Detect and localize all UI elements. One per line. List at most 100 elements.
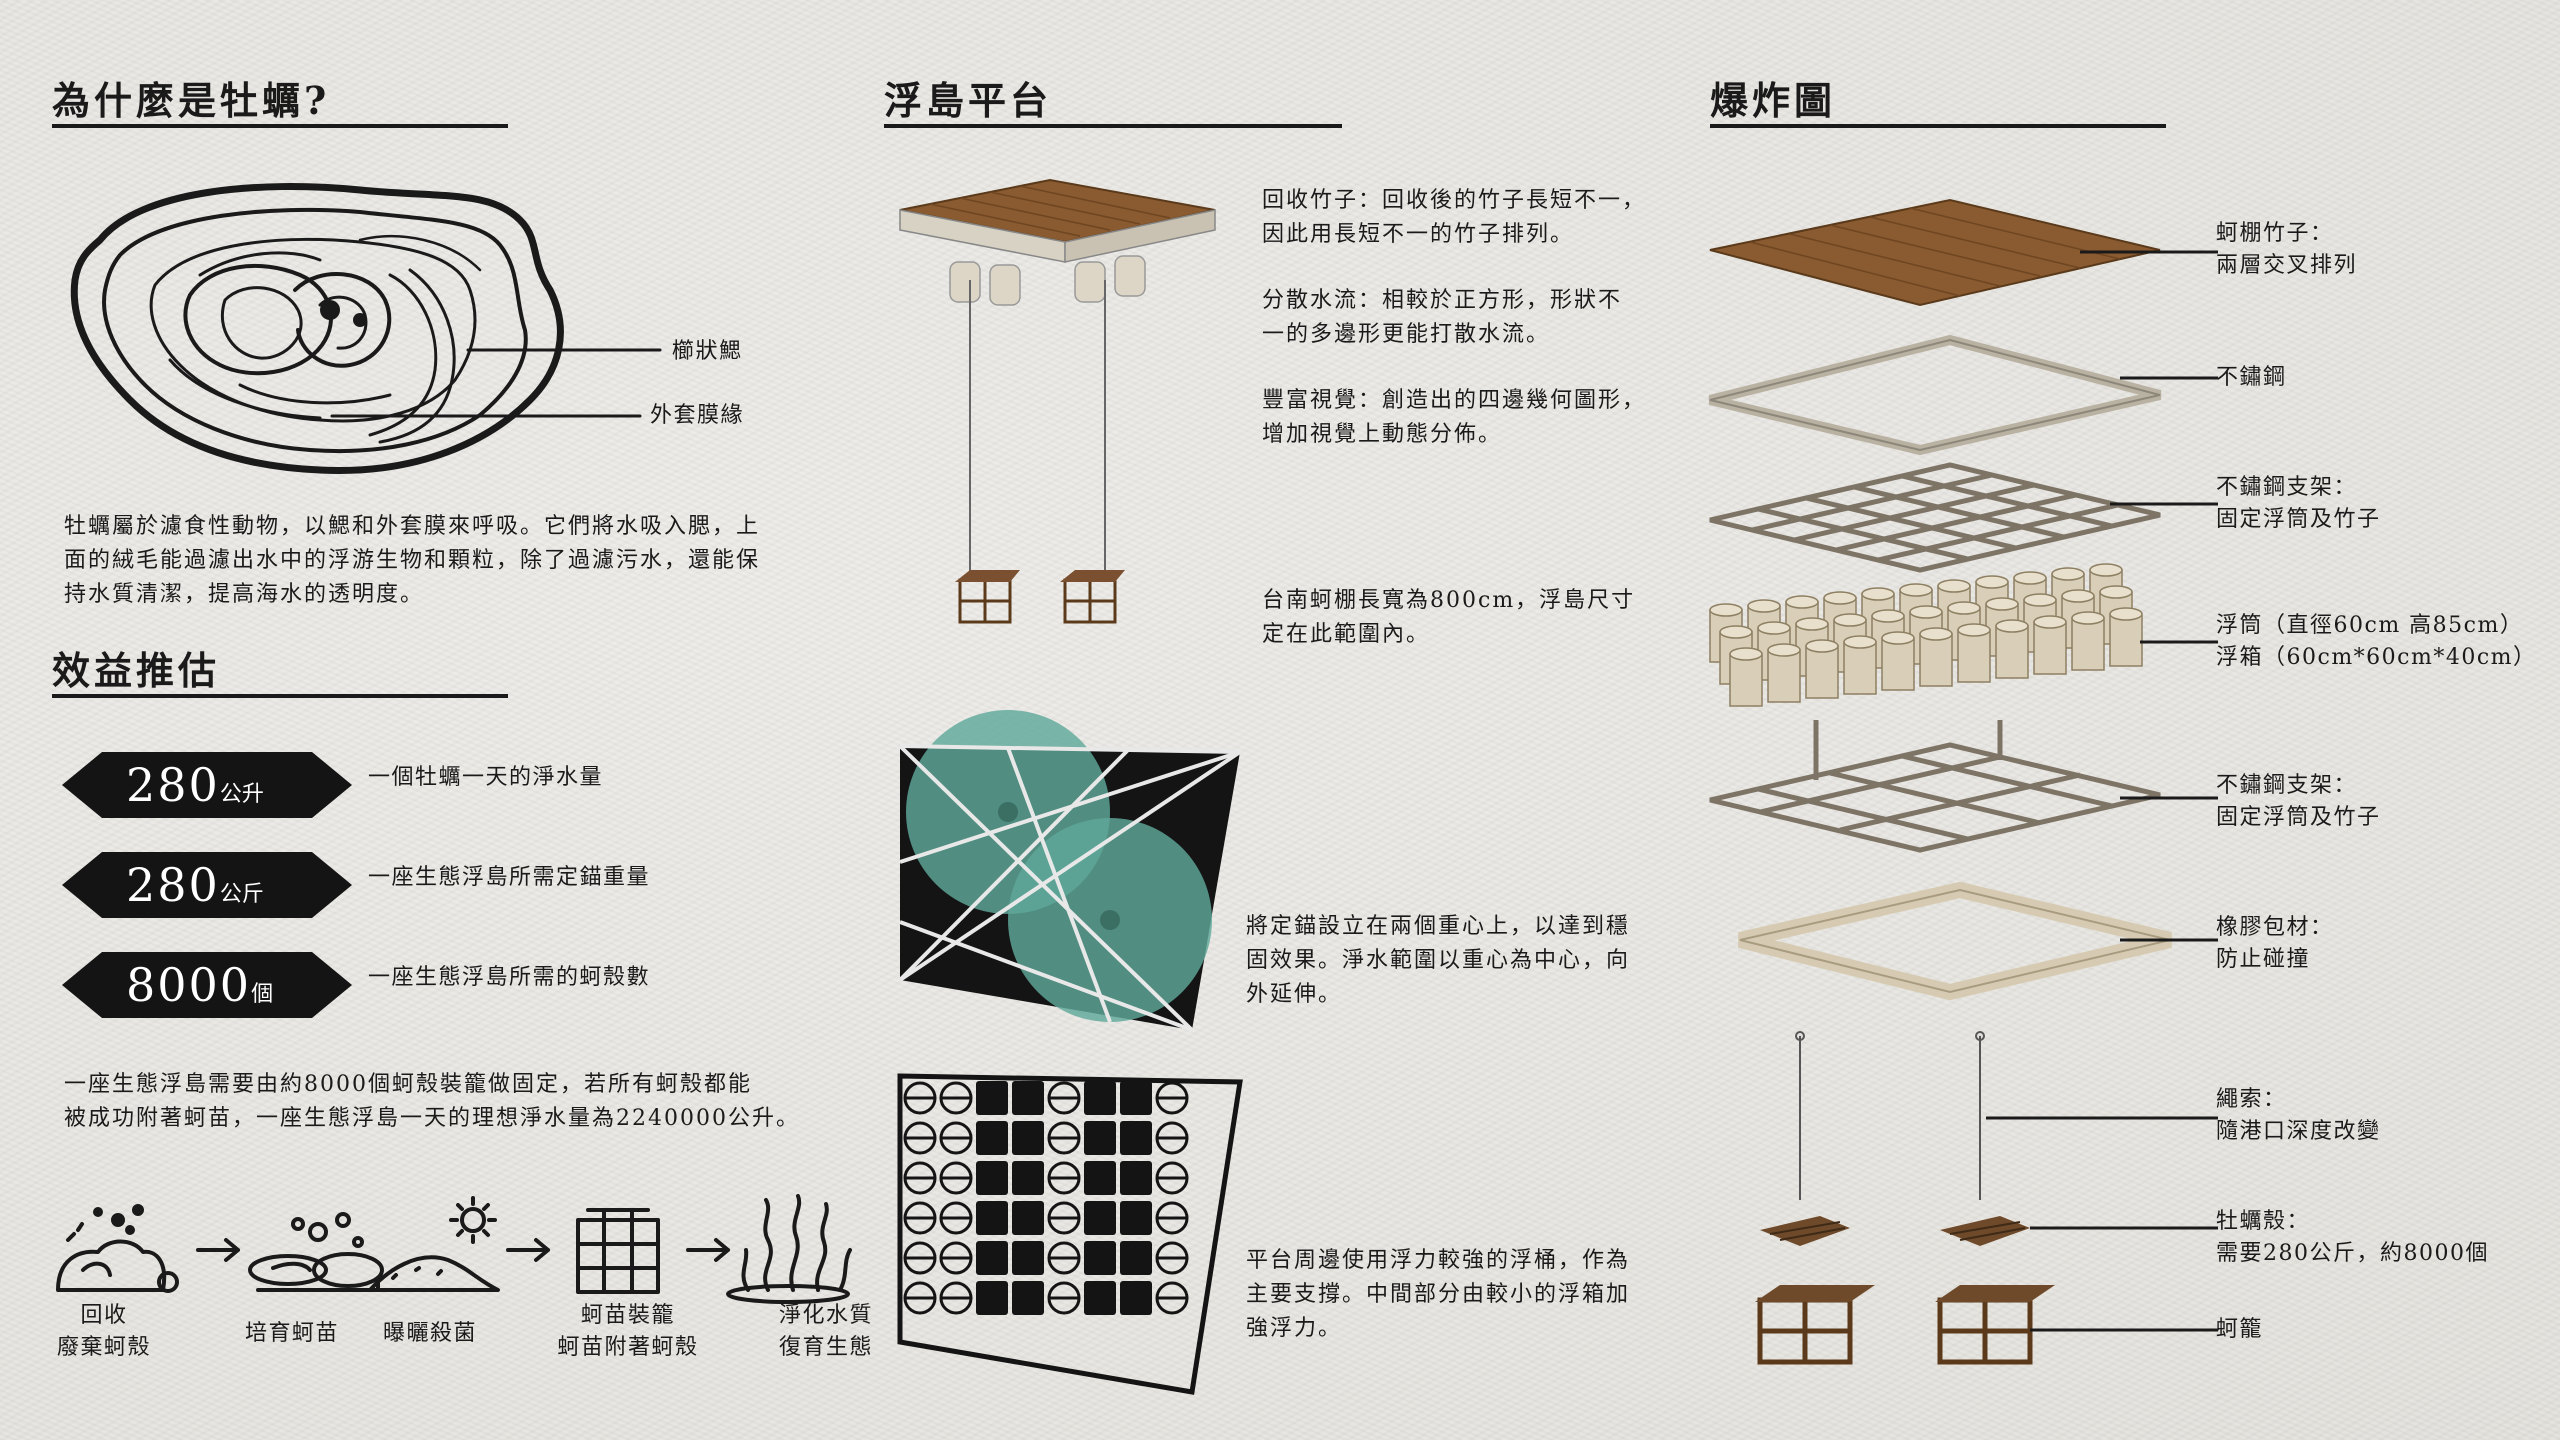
badge-desc: 一座生態浮島所需定錨重量 [368,865,651,890]
layer-label-steel: 不鏽鋼 [2216,362,2287,394]
text-line: 主要支撐。中間部分由較小的浮箱加 [1246,1282,1631,1307]
float-plan-diagram [897,1073,1243,1395]
text-line: 因此用長短不一的竹子排列。 [1262,222,1575,247]
layer-label-steel-support: 不鏽鋼支架： 固定浮筒及竹子 [2216,472,2381,536]
text-line: 固定浮筒及竹子 [2216,805,2381,830]
section-title-exploded-view: 爆炸圖 [1710,78,1837,123]
float-box [1012,1121,1044,1155]
float-box [1012,1201,1044,1235]
text-line: 不鏽鋼 [2216,365,2287,390]
process-step: 曝曬殺菌 [360,1318,500,1350]
platform-para-flow: 分散水流：相較於正方形，形狀不 一的多邊形更能打散水流。 [1262,284,1702,352]
text-line: 固效果。淨水範圍以重心為中心，向 [1246,948,1631,973]
sun-drying-icon [368,1196,500,1292]
text-line: 一座生態浮島需要由約8000個蚵殼裝籠做固定，若所有蚵殼都能 [64,1072,752,1097]
text-line: 淨化水質 [778,1303,873,1328]
text-line: 強浮力。 [1246,1316,1343,1341]
badge-shape [62,752,352,818]
badge-value: 8000 [126,958,252,1012]
float-box [1084,1281,1116,1315]
float-barrel-3d [1843,635,1877,695]
float-box [976,1081,1008,1115]
float-box [1120,1121,1152,1155]
badge-shape [62,952,352,1018]
float-box [1120,1241,1152,1275]
text-line: 回收竹子：回收後的竹子長短不一， [1262,188,1647,213]
badge-shape [62,852,352,918]
oyster-description: 牡蠣屬於濾食性動物，以鰓和外套膜來呼吸。它們將水吸入腮，上 面的絨毛能過濾出水中… [64,510,884,612]
text-line: 分散水流：相較於正方形，形狀不 [1262,288,1623,313]
platform-para-visual: 豐富視覺：創造出的四邊幾何圖形， 增加視覺上動態分佈。 [1262,384,1702,452]
text-line: 防止碰撞 [2216,947,2311,972]
float-box [976,1241,1008,1275]
text-line: 平台周邊使用浮力較強的浮桶，作為 [1246,1248,1631,1273]
text-line: 台南蚵棚長寬為800cm，浮島尺寸 [1262,588,1636,613]
text-line: 回收 [80,1303,128,1328]
badge-value: 280 [126,858,220,912]
text-line: 牡蠣殼： [2216,1209,2311,1234]
float-barrel-3d [1767,643,1801,703]
text-line: 牡蠣屬於濾食性動物，以鰓和外套膜來呼吸。它們將水吸入腮，上 [64,514,761,539]
float-box [1084,1161,1116,1195]
layer-label-rubber: 橡膠包材： 防止碰撞 [2216,912,2334,976]
label-mantle: 外套膜緣 [650,403,745,428]
section-title-floating-platform: 浮島平台 [884,78,1053,123]
float-box [1084,1081,1116,1115]
exploded-view-diagram [1708,198,2218,1365]
text-line: 將定錨設立在兩個重心上，以達到穩 [1246,914,1631,939]
text-line: 浮箱（60cm*60cm*40cm） [2216,645,2537,670]
process-step: 回收 廢棄蚵殼 [40,1300,168,1364]
text-line: 持水質清潔，提高海水的透明度。 [64,582,425,607]
text-line: 定在此範圍內。 [1262,622,1431,647]
float-box [976,1121,1008,1155]
oyster-diagram [70,183,662,474]
process-icons [56,1194,852,1304]
float-box [1120,1281,1152,1315]
text-line: 豐富視覺：創造出的四邊幾何圖形， [1262,388,1647,413]
float-barrel-3d [2109,607,2143,667]
float-box [1012,1161,1044,1195]
float-barrel-3d [1919,627,1953,687]
float-box [1120,1201,1152,1235]
layer-label-floats: 浮筒（直徑60cm 高85cm） 浮箱（60cm*60cm*40cm） [2216,610,2537,674]
float-box [1084,1121,1116,1155]
text-line: 蚵籠 [2216,1317,2264,1342]
platform-para-size: 台南蚵棚長寬為800cm，浮島尺寸 定在此範圍內。 [1262,584,1702,652]
layer-label-rope: 繩索： 隨港口深度改變 [2216,1084,2381,1148]
float-box [1120,1161,1152,1195]
badge-unit: 公升 [219,782,264,807]
platform-para-bamboo: 回收竹子：回收後的竹子長短不一， 因此用長短不一的竹子排列。 [1262,184,1702,252]
section-rule [52,694,508,698]
float-barrel-3d [1881,631,1915,691]
seaweed-icon [726,1194,852,1304]
text-line: 蚵棚竹子： [2216,221,2334,246]
badge-count: 8000個 [126,952,273,1018]
float-box [1012,1081,1044,1115]
float-box [1012,1281,1044,1315]
float-barrel-3d [2071,611,2105,671]
text-line: 廢棄蚵殼 [56,1335,151,1360]
text-line: 曝曬殺菌 [382,1321,477,1346]
badge-kilograms: 280公斤 [126,852,264,918]
badge-desc: 一個牡蠣一天的淨水量 [368,765,604,790]
badge-liters: 280公升 [126,752,264,818]
float-barrel-3d [1805,639,1839,699]
text-line: 隨港口深度改變 [2216,1119,2381,1144]
badge-unit: 公斤 [219,882,264,907]
text-line: 需要280公斤，約8000個 [2216,1241,2489,1266]
text-line: 一的多邊形更能打散水流。 [1262,322,1551,347]
float-box [1084,1241,1116,1275]
float-box [1012,1241,1044,1275]
text-line: 浮筒（直徑60cm 高85cm） [2216,613,2524,638]
float-barrel-3d [2033,615,2067,675]
float-box [1084,1201,1116,1235]
badge-unit: 個 [251,982,274,1007]
text-line: 外延伸。 [1246,982,1343,1007]
text-line: 蚵苗附著蚵殼 [557,1335,699,1360]
section-title-why-oyster: 為什麼是牡蠣? [52,78,331,123]
platform-para-floats: 平台周邊使用浮力較強的浮桶，作為 主要支撐。中間部分由較小的浮箱加 強浮力。 [1246,1244,1686,1346]
section-rule [1710,124,2166,128]
purification-range-diagram [898,710,1242,1032]
oyster-shell-pile-icon [56,1204,179,1293]
float-barrel-3d [1957,623,1991,683]
